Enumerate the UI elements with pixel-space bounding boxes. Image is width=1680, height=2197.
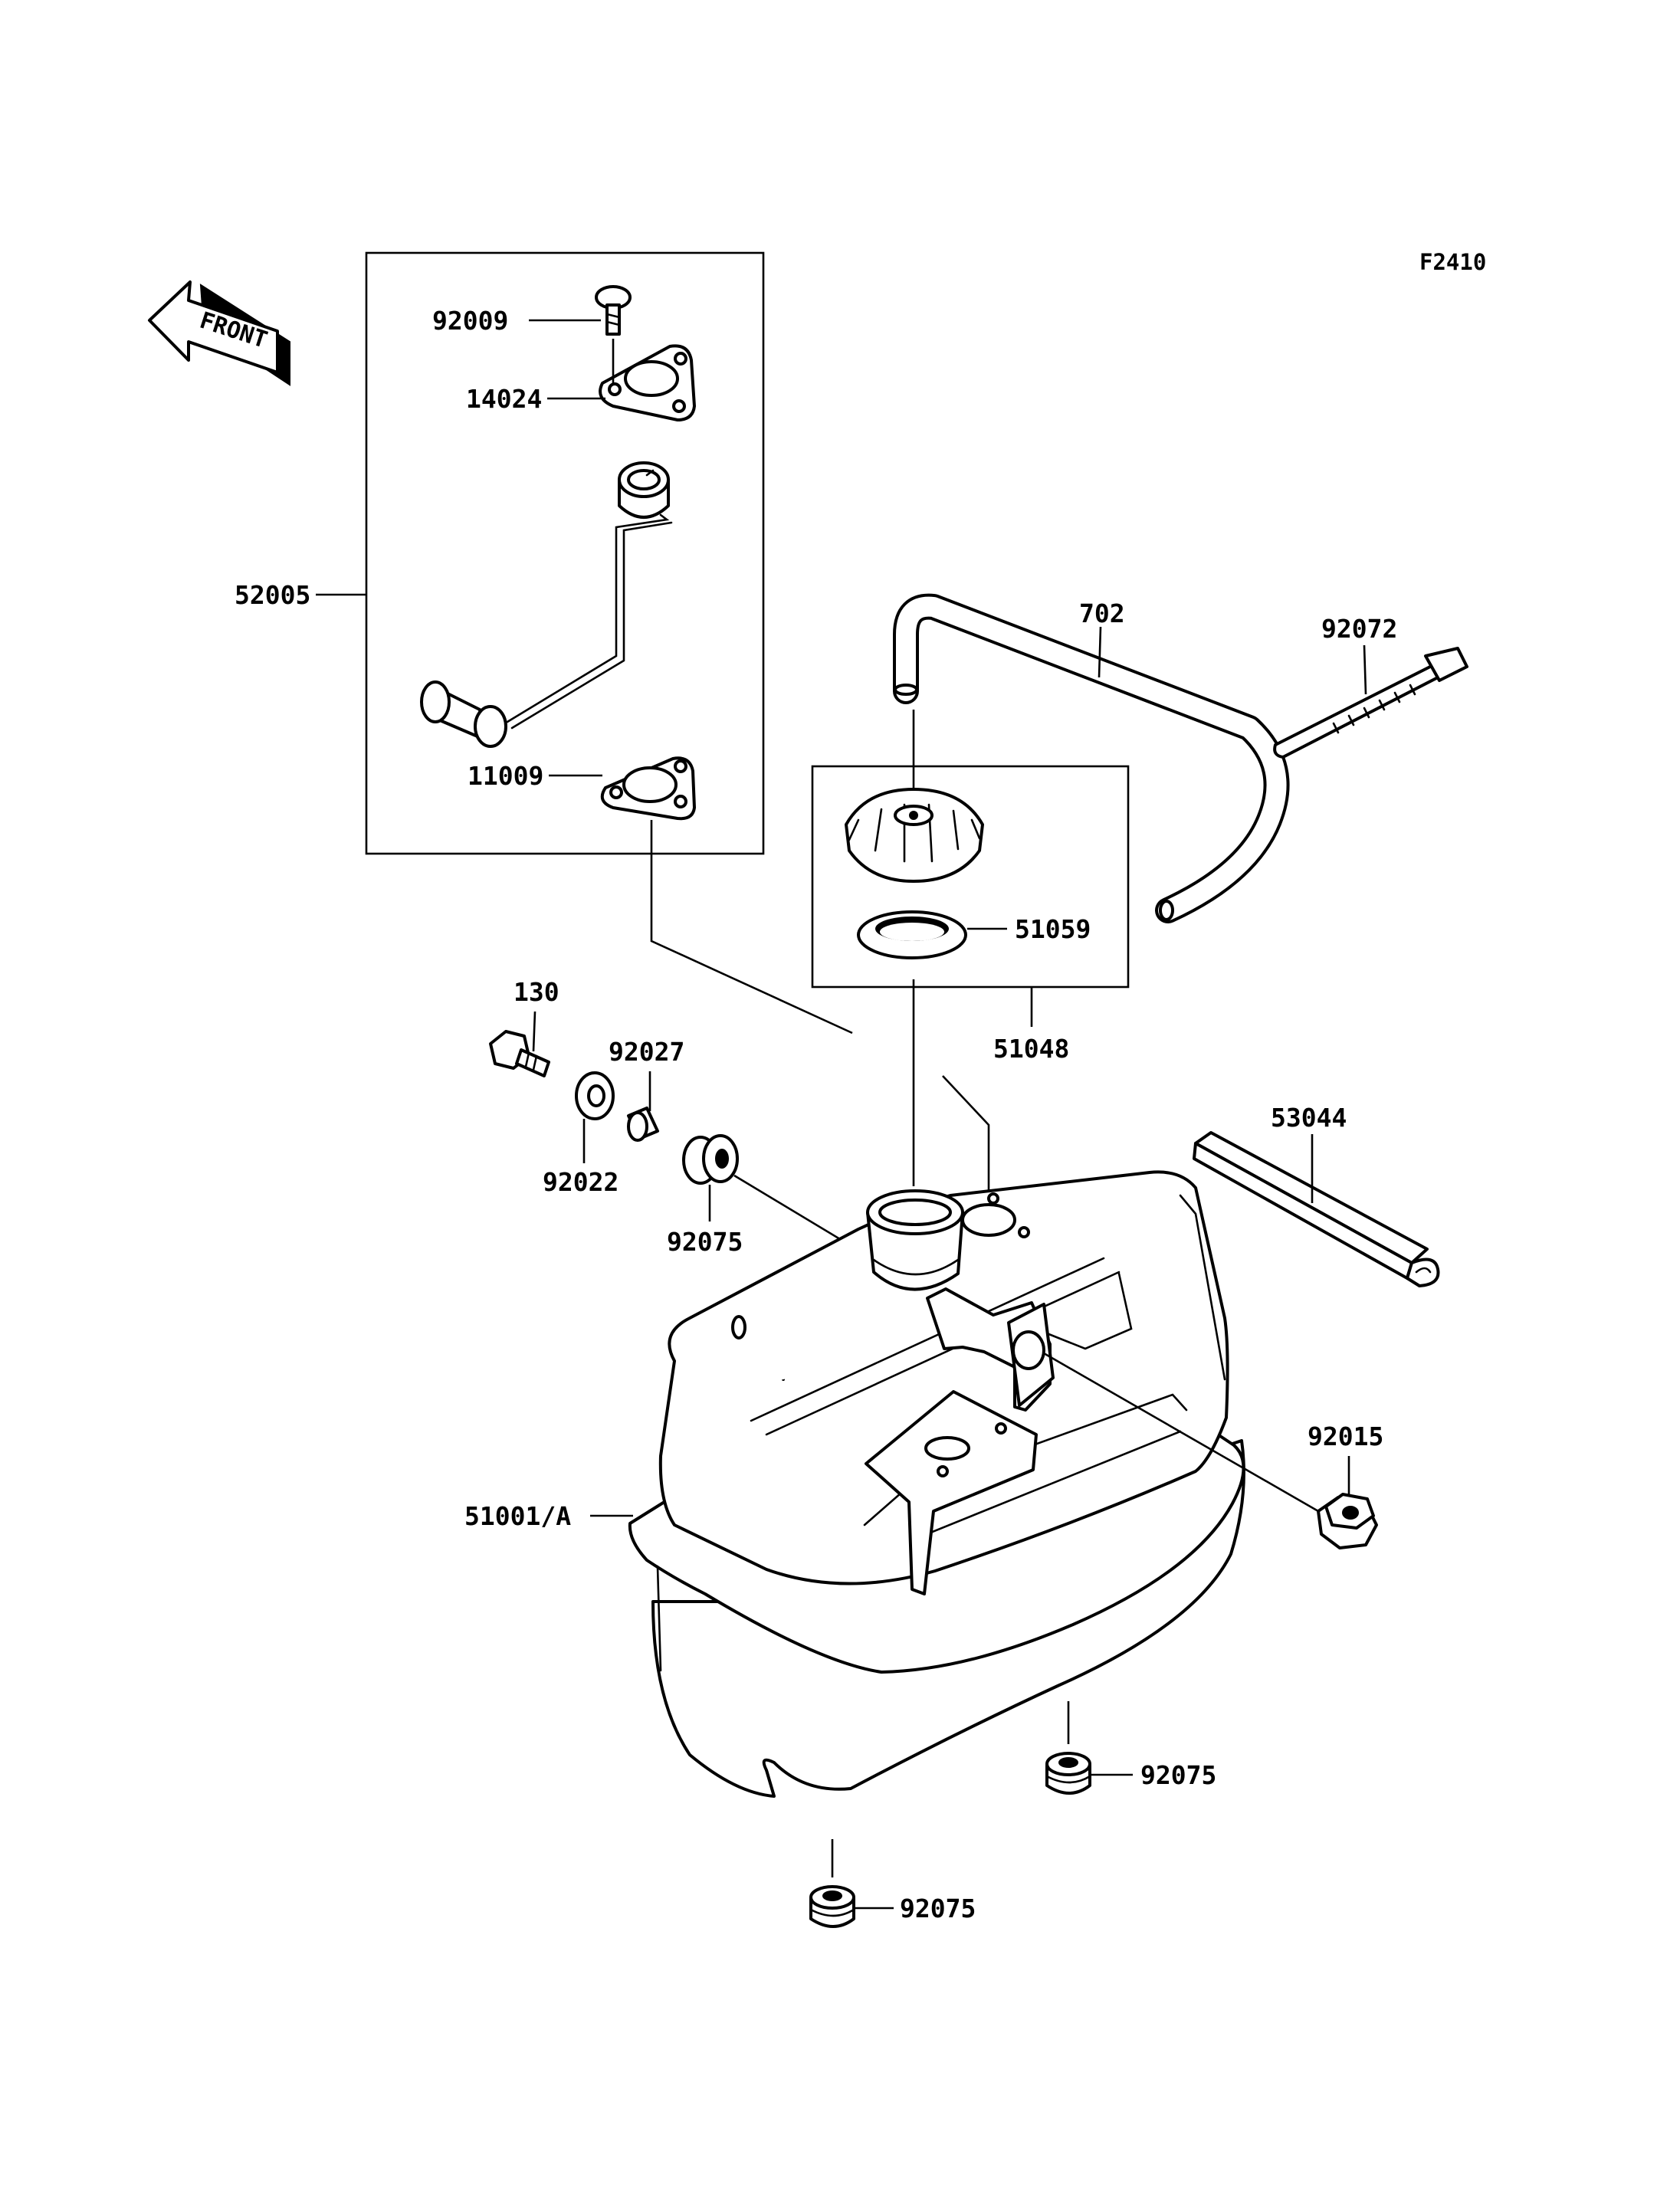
part-label-53044: 53044 [1271, 1103, 1347, 1133]
gauge-kit-box [365, 251, 765, 855]
rubber-grommet-icon [1045, 1752, 1091, 1795]
part-label-52005: 52005 [235, 580, 310, 610]
part-label-11009: 11009 [468, 761, 543, 791]
part-label-51001-a: 51001/A [464, 1501, 571, 1531]
fuel-gauge-sender-icon [420, 461, 673, 748]
part-label-92022: 92022 [543, 1167, 619, 1197]
part-label-92072: 92072 [1321, 614, 1397, 644]
cable-tie-icon [1273, 647, 1468, 759]
part-label-51048: 51048 [993, 1034, 1069, 1064]
gasket-plate-icon [599, 344, 696, 421]
part-label-702: 702 [1079, 598, 1125, 628]
gasket-plate-icon [600, 756, 696, 821]
figure-id: F2410 [1419, 249, 1486, 275]
part-label-14024: 14024 [466, 384, 542, 414]
part-label-92015: 92015 [1308, 1421, 1383, 1451]
cap-gasket-icon [857, 910, 967, 959]
rubber-grommet-icon [682, 1134, 739, 1185]
rubber-grommet-icon [809, 1885, 855, 1928]
screw-icon [595, 285, 632, 336]
bolt-icon [489, 1030, 550, 1077]
part-label-92027: 92027 [609, 1037, 684, 1067]
flange-nut-icon [1317, 1493, 1378, 1549]
part-label-92075-lower: 92075 [900, 1894, 976, 1923]
part-label-92075-middle: 92075 [1140, 1760, 1216, 1790]
edge-trim-icon [1193, 1131, 1440, 1287]
vent-hose-icon [893, 593, 1290, 923]
part-label-51059: 51059 [1015, 914, 1091, 944]
cap-kit-box [811, 765, 1130, 989]
collar-icon [627, 1107, 659, 1142]
part-label-92009: 92009 [432, 306, 508, 336]
part-label-92075-upper: 92075 [667, 1227, 743, 1257]
fuel-cap-icon [845, 788, 984, 883]
front-arrow-icon: FRONT [148, 280, 290, 386]
part-label-130: 130 [514, 977, 559, 1007]
washer-icon [575, 1071, 615, 1120]
fuel-tank-icon [628, 1170, 1245, 1798]
